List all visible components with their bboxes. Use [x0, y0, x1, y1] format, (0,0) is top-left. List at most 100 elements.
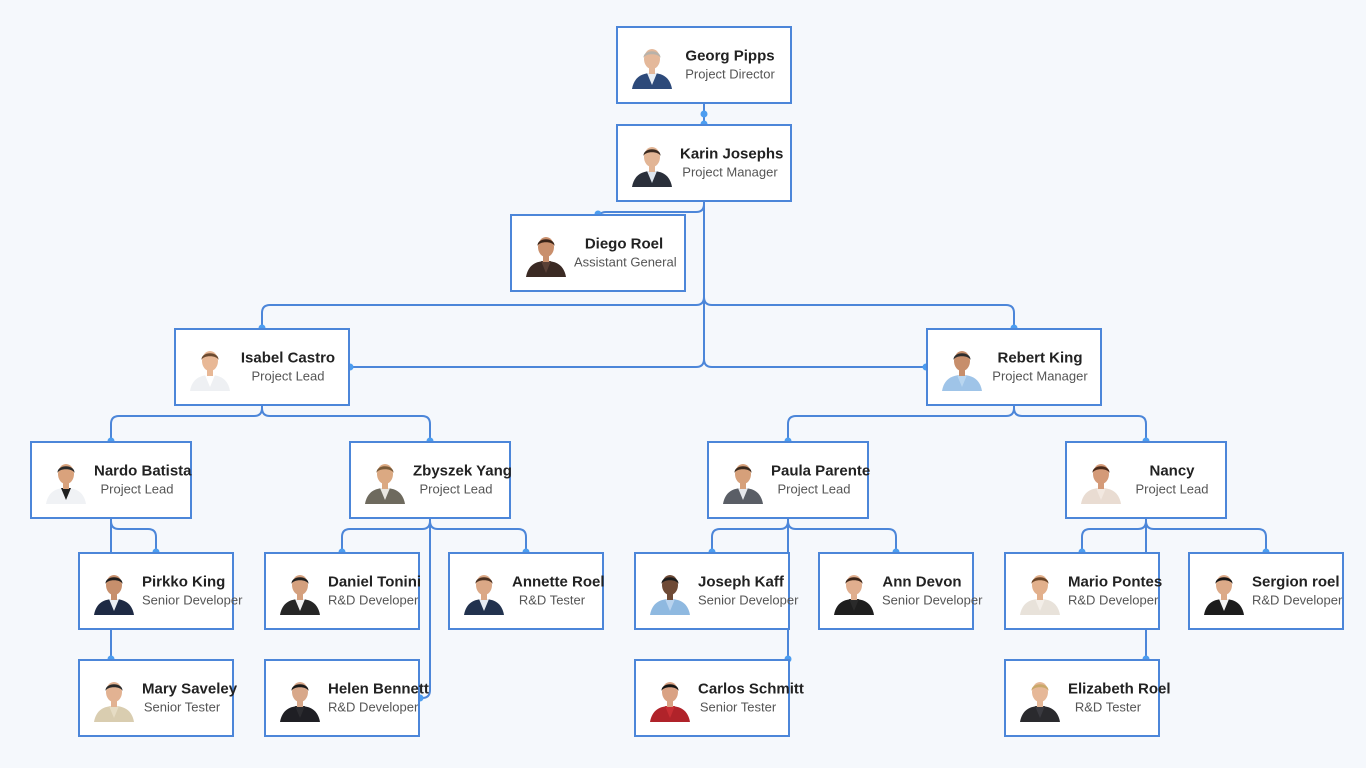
person-title: Project Lead [1135, 481, 1209, 497]
person-title: Assistant General [574, 254, 677, 270]
person-title: Project Lead [777, 481, 851, 497]
node-text: Paula Parente Project Lead [771, 462, 870, 499]
person-title: Senior Developer [882, 592, 983, 608]
node-elizabeth-roel[interactable]: Elizabeth Roel R&D Tester [1004, 659, 1171, 737]
node-text: Karin Josephs Project Manager [680, 145, 783, 182]
person-title: Project Director [685, 66, 775, 82]
person-photo-icon [361, 456, 409, 504]
person-photo-icon [522, 229, 570, 277]
node-ann-devon[interactable]: Ann Devon Senior Developer [818, 552, 983, 630]
person-title: Project Lead [251, 368, 325, 384]
node-mario-pontes[interactable]: Mario Pontes R&D Developer [1004, 552, 1163, 630]
node-text: Helen Bennett R&D Developer [328, 680, 429, 717]
person-photo-icon [628, 139, 676, 187]
node-text: Elizabeth Roel R&D Tester [1068, 680, 1171, 717]
person-name: Elizabeth Roel [1068, 680, 1171, 698]
node-text: Isabel Castro Project Lead [238, 349, 338, 386]
person-name: Carlos Schmitt [698, 680, 804, 698]
node-text: Nardo Batista Project Lead [94, 462, 192, 499]
person-title: Project Lead [419, 481, 493, 497]
node-nancy[interactable]: Nancy Project Lead [1065, 441, 1227, 519]
connector-line [110, 519, 157, 552]
node-helen-bennett[interactable]: Helen Bennett R&D Developer [264, 659, 429, 737]
node-carlos-schmitt[interactable]: Carlos Schmitt Senior Tester [634, 659, 804, 737]
node-georg-pipps[interactable]: Georg Pipps Project Director [616, 26, 792, 104]
person-name: Georg Pipps [685, 47, 775, 65]
connector-line [341, 519, 431, 552]
person-photo-icon [1077, 456, 1125, 504]
node-paula-parente[interactable]: Paula Parente Project Lead [707, 441, 870, 519]
node-text: Mario Pontes R&D Developer [1068, 573, 1163, 610]
node-text: Zbyszek Yang Project Lead [413, 462, 512, 499]
connector-line [1013, 406, 1147, 441]
node-karin-josephs[interactable]: Karin Josephs Project Manager [616, 124, 792, 202]
person-photo-icon [276, 567, 324, 615]
person-photo-icon [276, 674, 324, 722]
person-name: Pirkko King [142, 573, 226, 591]
connector-line [787, 519, 897, 552]
node-zbyszek-yang[interactable]: Zbyszek Yang Project Lead [349, 441, 512, 519]
connector-line [420, 519, 431, 699]
node-text: Carlos Schmitt Senior Tester [698, 680, 804, 717]
connector-line [261, 296, 705, 328]
node-mary-saveley[interactable]: Mary Saveley Senior Tester [78, 659, 238, 737]
person-photo-icon [42, 456, 90, 504]
person-photo-icon [646, 567, 694, 615]
node-text: Annette Roel R&D Tester [512, 573, 605, 610]
node-isabel-castro[interactable]: Isabel Castro Project Lead [174, 328, 350, 406]
connector-line [1145, 519, 1267, 552]
person-name: Joseph Kaff [698, 573, 784, 591]
person-name: Mary Saveley [142, 680, 238, 698]
person-photo-icon [628, 41, 676, 89]
person-photo-icon [719, 456, 767, 504]
person-name: Isabel Castro [240, 349, 336, 367]
person-title: R&D Developer [328, 699, 419, 715]
person-photo-icon [90, 674, 138, 722]
person-title: R&D Developer [1068, 592, 1159, 608]
person-title: Senior Tester [143, 699, 221, 715]
node-rebert-king[interactable]: Rebert King Project Manager [926, 328, 1102, 406]
person-photo-icon [90, 567, 138, 615]
person-title: R&D Tester [1074, 699, 1142, 715]
person-title: Senior Developer [142, 592, 243, 608]
connector-line [703, 296, 1015, 328]
node-annette-roel[interactable]: Annette Roel R&D Tester [448, 552, 605, 630]
person-title: Project Manager [682, 164, 778, 180]
connector-line [110, 406, 263, 441]
connector-line [1081, 519, 1147, 552]
node-text: Pirkko King Senior Developer [142, 573, 243, 610]
person-photo-icon [938, 343, 986, 391]
connector-line [787, 406, 1015, 441]
node-text: Nancy Project Lead [1129, 462, 1215, 499]
node-sergion-roel[interactable]: Sergion roel R&D Developer [1188, 552, 1344, 630]
person-photo-icon [830, 567, 878, 615]
person-name: Mario Pontes [1068, 573, 1163, 591]
connector-line [429, 519, 527, 552]
connector-line [703, 202, 926, 368]
node-diego-roel[interactable]: Diego Roel Assistant General [510, 214, 686, 292]
person-photo-icon [1016, 674, 1064, 722]
person-title: R&D Developer [1252, 592, 1343, 608]
node-pirkko-king[interactable]: Pirkko King Senior Developer [78, 552, 243, 630]
connector-dot [700, 110, 708, 118]
node-nardo-batista[interactable]: Nardo Batista Project Lead [30, 441, 192, 519]
node-text: Daniel Tonini R&D Developer [328, 573, 422, 610]
person-name: Helen Bennett [328, 680, 429, 698]
person-photo-icon [646, 674, 694, 722]
node-text: Ann Devon Senior Developer [882, 573, 983, 610]
person-title: Project Manager [992, 368, 1088, 384]
person-title: R&D Developer [328, 592, 419, 608]
person-name: Nardo Batista [94, 462, 192, 480]
person-name: Daniel Tonini [328, 573, 422, 591]
connector-line [711, 519, 789, 552]
connector-line [261, 406, 431, 441]
person-photo-icon [1016, 567, 1064, 615]
person-photo-icon [460, 567, 508, 615]
node-text: Georg Pipps Project Director [680, 47, 780, 84]
node-text: Joseph Kaff Senior Developer [698, 573, 798, 610]
person-title: R&D Tester [518, 592, 586, 608]
node-joseph-kaff[interactable]: Joseph Kaff Senior Developer [634, 552, 798, 630]
node-daniel-tonini[interactable]: Daniel Tonini R&D Developer [264, 552, 422, 630]
person-name: Ann Devon [882, 573, 962, 591]
